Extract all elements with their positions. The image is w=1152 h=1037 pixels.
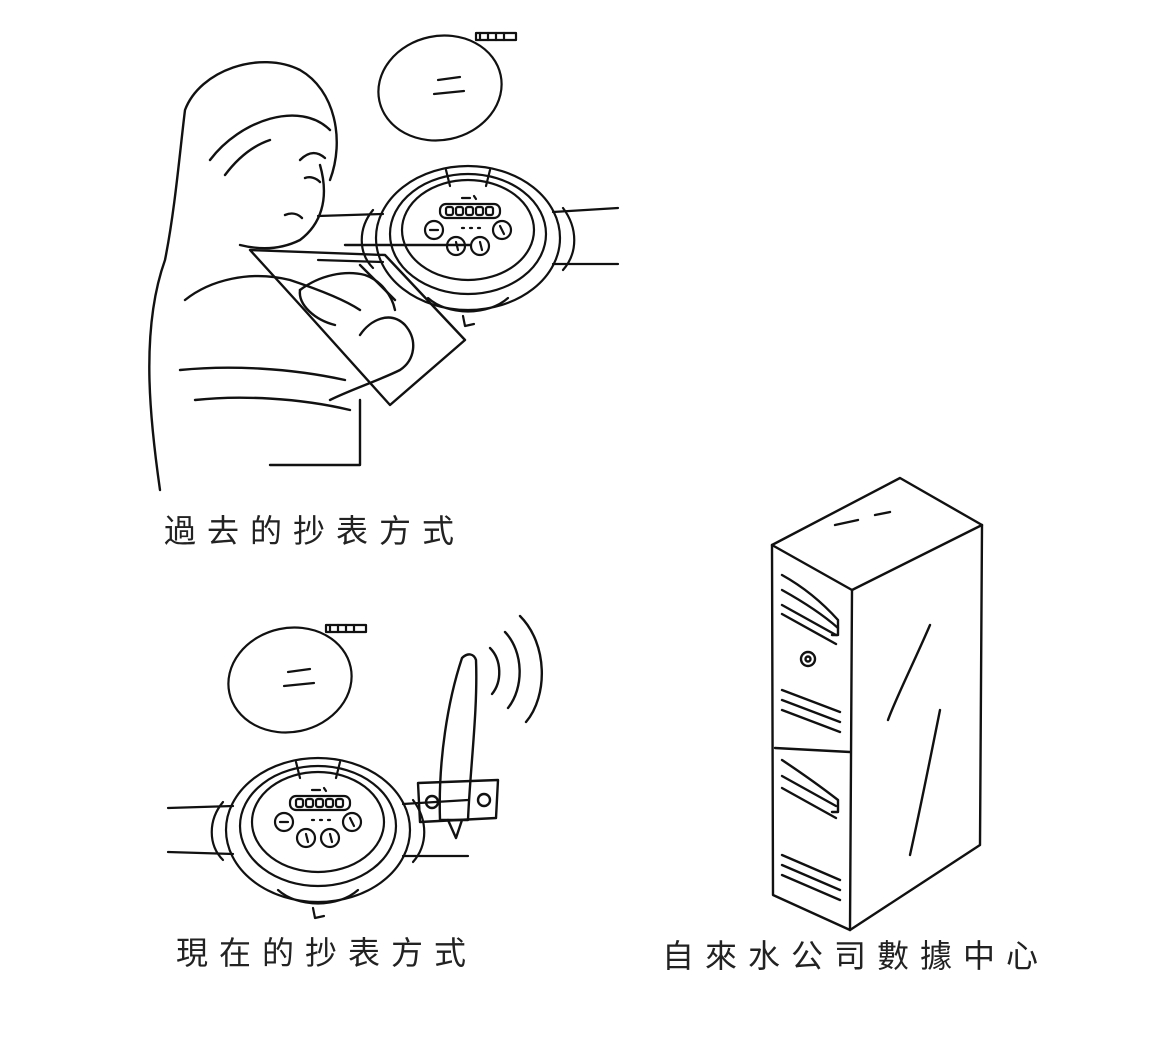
water-meter-icon — [166, 615, 470, 920]
caption-past-method: 過去的抄表方式 — [164, 512, 466, 550]
meter-reader-person-icon — [149, 62, 470, 490]
caption-current-method: 現在的抄表方式 — [176, 934, 478, 972]
server-cabinet-icon — [772, 478, 982, 930]
water-meter-icon — [316, 23, 620, 328]
caption-data-center: 自來水公司數據中心 — [662, 937, 1050, 975]
wireless-antenna-icon — [418, 616, 542, 838]
